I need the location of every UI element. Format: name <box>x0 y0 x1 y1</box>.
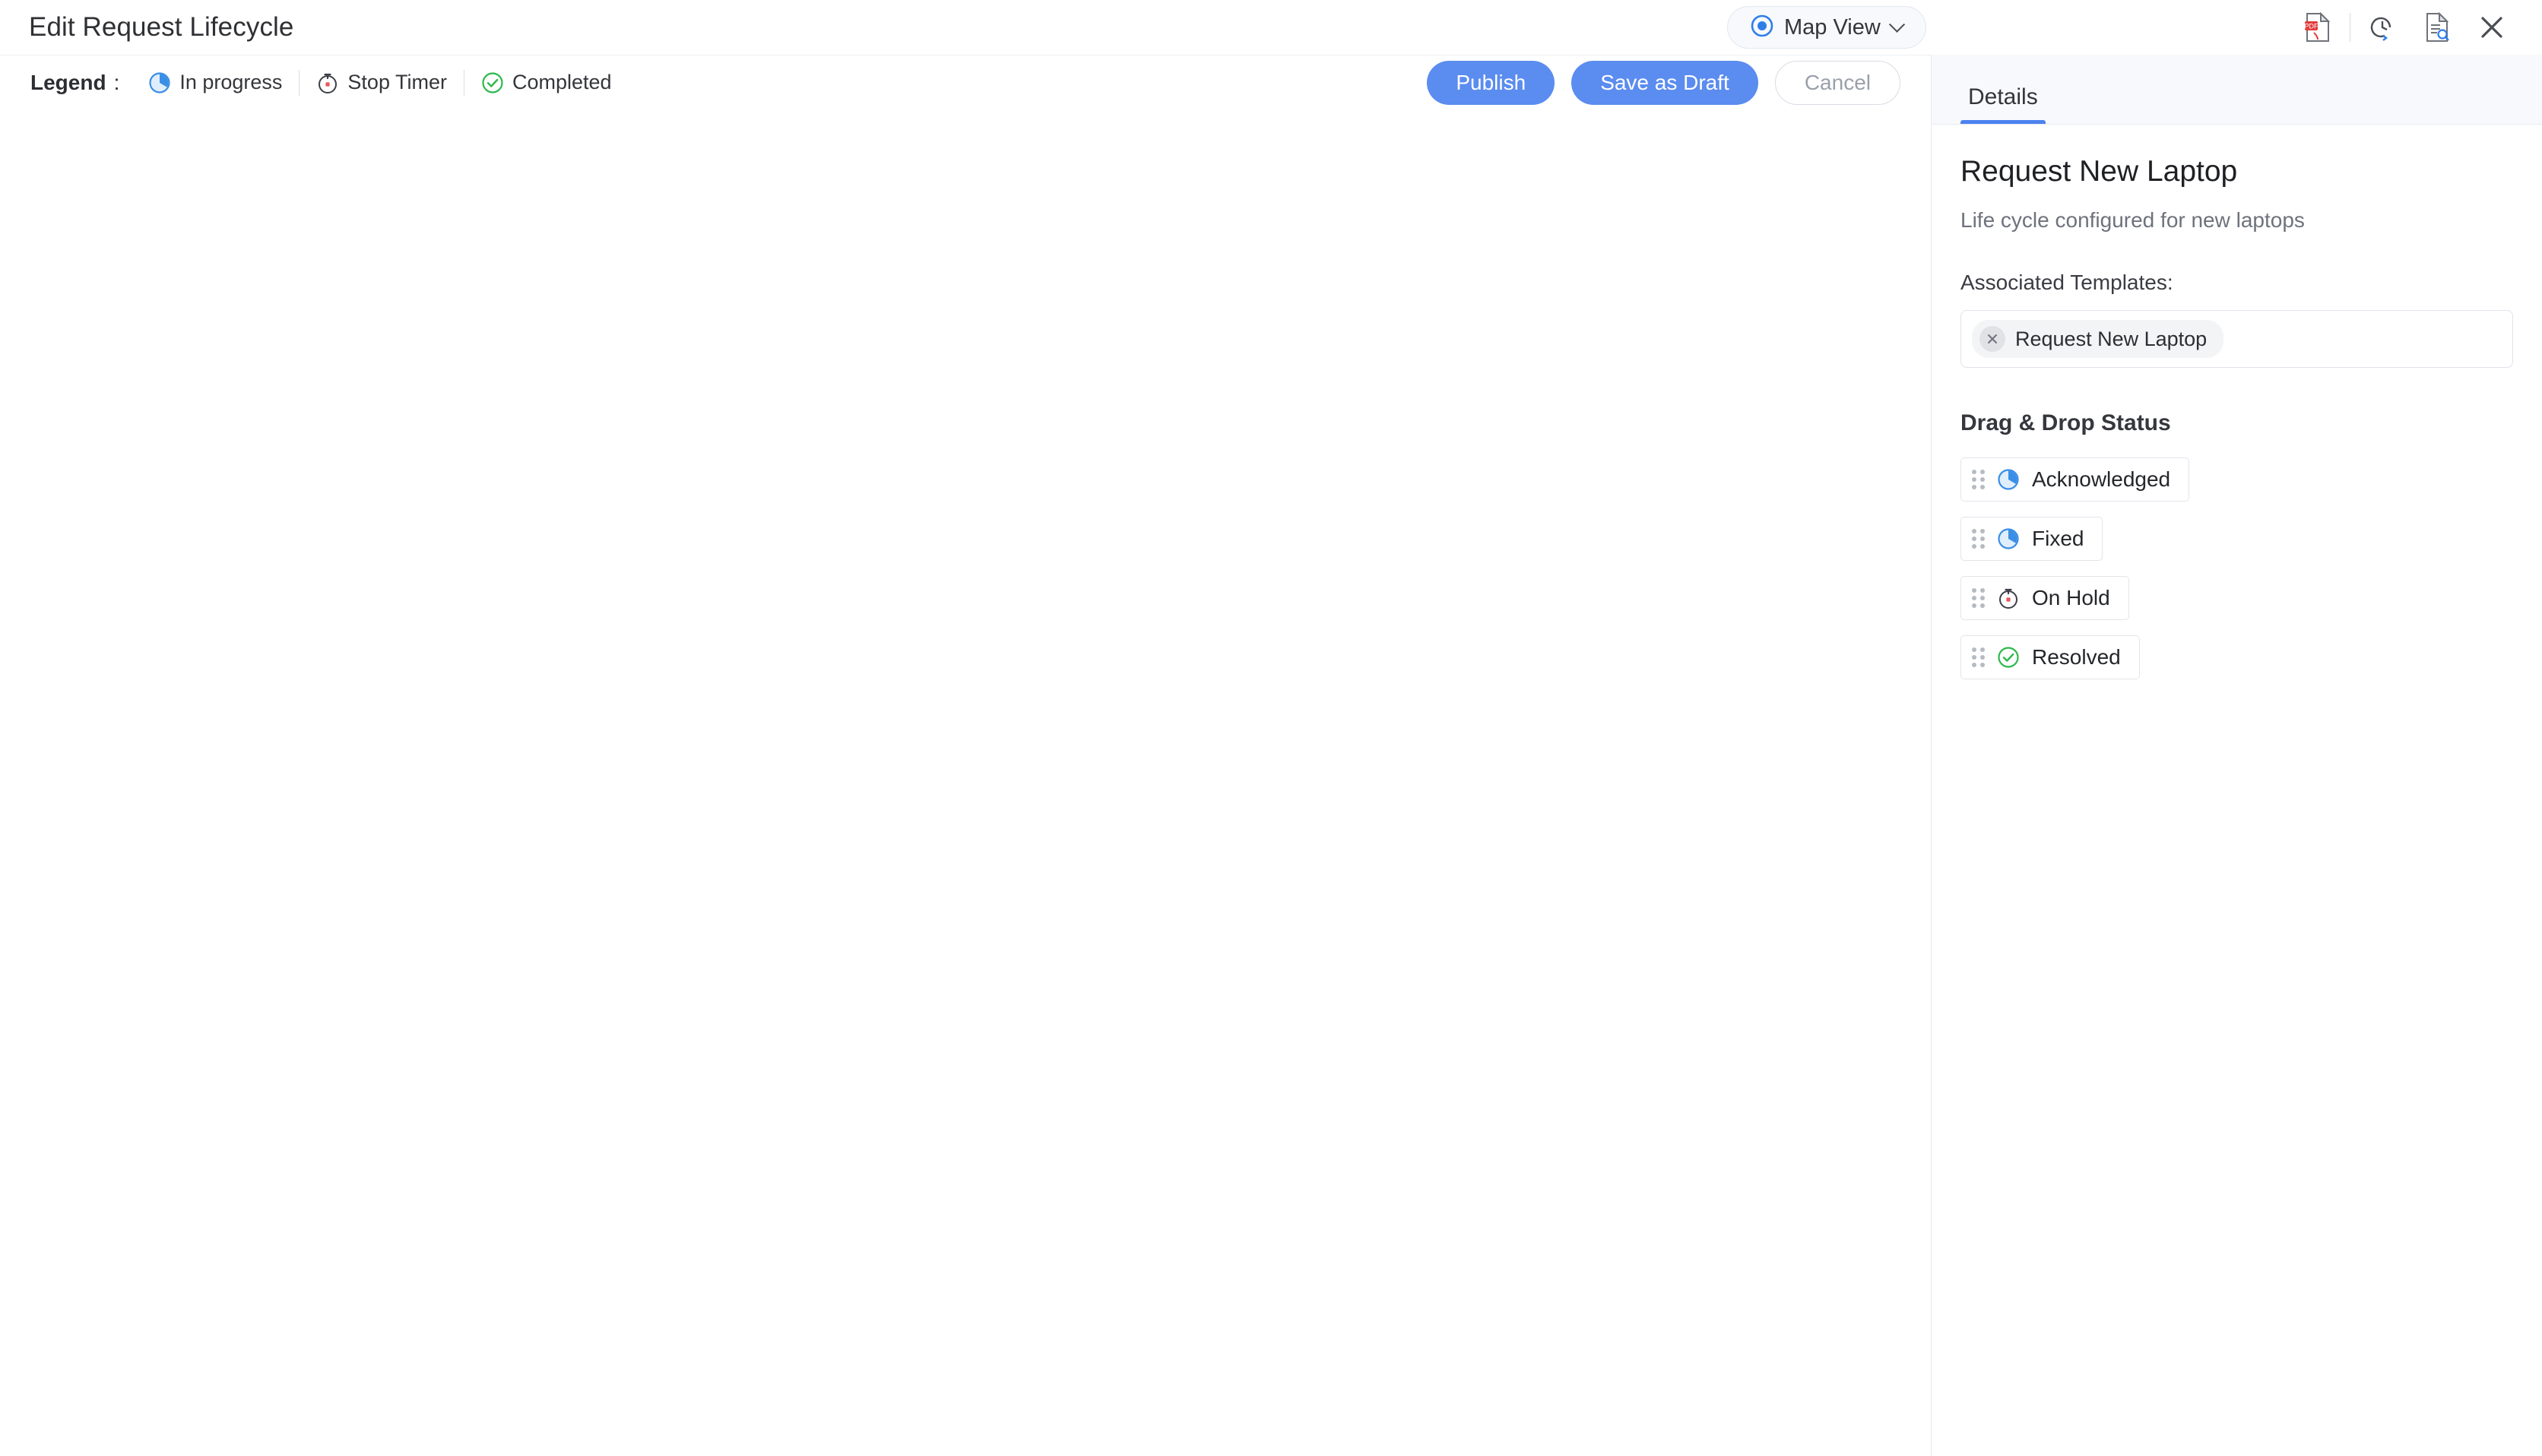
status-completed-icon <box>1997 646 2020 669</box>
header-icon-group: PDF <box>2290 0 2519 55</box>
drag-drop-item-label: Resolved <box>2032 645 2121 669</box>
legend-item-in-progress-clock: In progress <box>132 71 299 94</box>
status-in-progress-icon <box>1997 527 2020 550</box>
legend-item-label: In progress <box>179 71 283 93</box>
drag-drop-row: Resolved <box>1960 635 2513 695</box>
app-header: Edit Request Lifecycle Map View PDF <box>0 0 2542 55</box>
template-chip-label: Request New Laptop <box>2015 327 2208 350</box>
legend-item-completed-check: Completed <box>464 71 629 94</box>
legend-item-stop-timer: Stop Timer <box>300 71 464 94</box>
document-search-icon[interactable] <box>2410 0 2464 55</box>
history-clock-icon[interactable] <box>2355 0 2410 55</box>
associated-templates-label: Associated Templates: <box>1960 271 2173 294</box>
drag-handle-icon[interactable] <box>1972 588 1985 608</box>
close-icon[interactable] <box>2464 0 2519 55</box>
legend-items: In progress Stop Timer Completed <box>132 69 629 96</box>
status-in-progress-icon <box>1997 468 2020 491</box>
drag-drop-status-title: Drag & Drop Status <box>1960 410 2171 435</box>
legend-item-label: Completed <box>512 71 612 93</box>
panel-body: Request New Laptop Life cycle configured… <box>1932 125 2542 695</box>
footer-actions: Publish Save as Draft Cancel <box>1427 60 1900 105</box>
drag-drop-item-resolved[interactable]: Resolved <box>1960 635 2140 679</box>
legend-colon: : <box>113 70 120 94</box>
save-as-draft-button[interactable]: Save as Draft <box>1571 60 1758 105</box>
drag-drop-item-on-hold[interactable]: On Hold <box>1960 576 2129 620</box>
status-stop-timer-icon <box>1997 587 2020 609</box>
pdf-export-icon[interactable]: PDF <box>2290 0 2345 55</box>
cancel-button[interactable]: Cancel <box>1774 60 1900 105</box>
remove-template-icon[interactable] <box>1979 326 2005 352</box>
in-progress-clock-icon <box>148 71 171 94</box>
lifecycle-description: Life cycle configured for new laptops <box>1960 208 2305 232</box>
tab-details[interactable]: Details <box>1960 84 2046 124</box>
map-view-label: Map View <box>1784 14 1881 40</box>
legend: Legend : In progress Stop Timer Completed <box>30 69 629 96</box>
legend-separator <box>299 69 300 96</box>
associated-templates-box[interactable]: Request New Laptop <box>1960 310 2513 368</box>
details-panel: Details Request New Laptop Life cycle co… <box>1931 55 2542 1456</box>
map-view-button[interactable]: Map View <box>1727 6 1926 49</box>
drag-drop-row: Fixed <box>1960 517 2513 576</box>
body-row: 100% StartOpenApproval PendingApprovedAs… <box>0 55 2542 1456</box>
panel-tab-bar: Details <box>1932 55 2542 125</box>
map-view-icon <box>1751 14 1773 41</box>
drag-drop-item-label: Fixed <box>2032 527 2084 550</box>
chevron-down-icon <box>1888 16 1905 33</box>
canvas-column: 100% StartOpenApproval PendingApprovedAs… <box>0 55 1931 1456</box>
drag-handle-icon[interactable] <box>1972 529 1985 549</box>
drag-drop-item-acknowledged[interactable]: Acknowledged <box>1960 457 2190 502</box>
legend-item-label: Stop Timer <box>347 71 447 93</box>
stop-timer-icon <box>316 71 339 94</box>
drag-drop-item-label: Acknowledged <box>2032 467 2171 491</box>
lifecycle-name: Request New Laptop <box>1960 155 2238 188</box>
template-chip[interactable]: Request New Laptop <box>1972 320 2224 358</box>
completed-check-icon <box>481 71 504 94</box>
legend-title: Legend <box>30 70 106 94</box>
publish-button[interactable]: Publish <box>1427 60 1555 105</box>
drag-handle-icon[interactable] <box>1972 647 1985 667</box>
drag-handle-icon[interactable] <box>1972 470 1985 489</box>
page-title: Edit Request Lifecycle <box>29 12 294 42</box>
svg-text:PDF: PDF <box>2305 23 2319 30</box>
drag-drop-row: Acknowledged <box>1960 457 2513 517</box>
drag-drop-item-label: On Hold <box>2032 586 2110 609</box>
drag-drop-row: On Hold <box>1960 576 2513 635</box>
drag-drop-item-fixed[interactable]: Fixed <box>1960 517 2103 561</box>
